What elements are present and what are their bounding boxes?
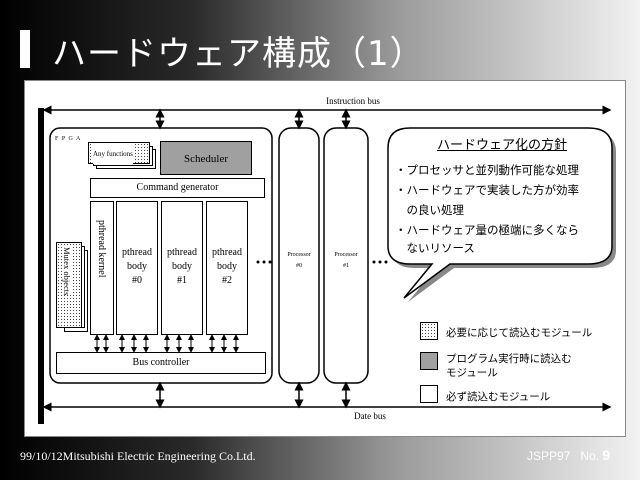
mutex-objects-label: Mutex objects	[62, 247, 72, 296]
legend-swatch-dotted	[420, 322, 438, 340]
footer-conference: JSPP97	[527, 449, 571, 463]
callout-item-5: ないリソース	[395, 241, 475, 255]
footer-page-number: 9	[602, 447, 611, 463]
pthread-body-1-l2: body	[172, 261, 192, 272]
instruction-bus-label: Instruction bus	[326, 96, 380, 106]
date-bus-label: Date bus	[354, 411, 386, 421]
pthread-body-2-l3: #2	[222, 275, 232, 286]
scheduler-label: Scheduler	[184, 153, 228, 165]
title-accent-bar	[20, 30, 30, 68]
processor-1-name: Processor	[334, 252, 358, 258]
pthread-kernel-box: pthread kernel	[90, 201, 114, 335]
any-functions-label: Any functions	[93, 144, 133, 164]
pthread-body-1: pthread body #1	[161, 201, 203, 335]
pthread-kernel-label: pthread kernel	[96, 220, 107, 278]
legend-label-gray-2: モジュール	[446, 367, 498, 379]
callout-item-2: ・ハードウェアで実装した方が効率	[395, 183, 579, 197]
any-functions-box: Any functions	[88, 142, 150, 164]
bus-controller-box: Bus controller	[56, 352, 266, 374]
pthread-body-0-l3: #0	[132, 275, 142, 286]
pthread-body-1-l3: #1	[177, 275, 187, 286]
processor-0-id: #0	[296, 263, 302, 269]
pthread-body-1-l1: pthread	[167, 247, 197, 258]
legend-swatch-gray	[420, 352, 438, 370]
command-generator-box: Command generator	[90, 178, 265, 198]
processor-0-name: Processor	[287, 252, 311, 258]
pthread-body-0-l2: body	[127, 261, 147, 272]
footer-page-info: JSPP97 No. 9	[527, 447, 610, 463]
legend-label-plain: 必ず読込むモジュール	[446, 391, 551, 403]
mutex-objects-box: Mutex objects	[56, 242, 82, 328]
callout-title: ハードウェア化の方針	[436, 138, 567, 153]
footer-company-date: 99/10/12Mitsubishi Electric Engineering …	[20, 449, 256, 463]
legend-swatch-plain	[420, 385, 438, 403]
callout-item-3: の良い処理	[395, 203, 464, 217]
footer-no-label: No.	[580, 449, 600, 463]
callout-item-4: ・ハードウェア量の極端に多くなら	[395, 223, 579, 237]
pthread-body-0: pthread body #0	[116, 201, 158, 335]
processor-1: Processor #1	[324, 250, 368, 272]
legend-label-gray-1: プログラム実行時に読込む	[446, 353, 572, 365]
fpga-label: F P G A	[55, 136, 82, 142]
processor-0: Processor #0	[279, 250, 319, 272]
command-generator-label: Command generator	[136, 182, 219, 193]
processor-1-id: #1	[343, 263, 349, 269]
bus-controller-label: Bus controller	[132, 357, 190, 368]
callout-item-1: ・プロセッサと並列動作可能な処理	[395, 163, 579, 177]
pthread-body-0-l1: pthread	[122, 247, 152, 258]
legend-label-dotted: 必要に応じて読込むモジュール	[446, 327, 593, 339]
pthread-body-2: pthread body #2	[206, 201, 248, 335]
pthread-body-2-l2: body	[217, 261, 237, 272]
pthread-body-2-l1: pthread	[212, 247, 242, 258]
slide-title: ハードウェア構成（1）	[52, 34, 425, 74]
scheduler-box: Scheduler	[160, 141, 252, 175]
